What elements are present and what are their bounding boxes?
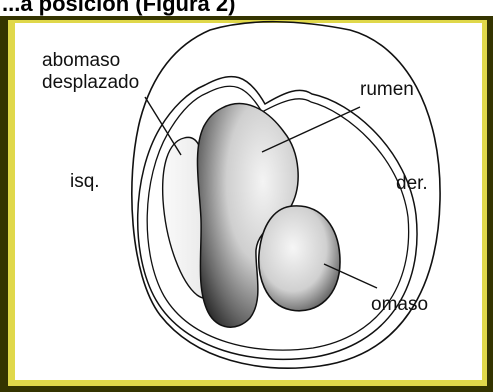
label-izquierda: isq. [70,171,100,193]
label-abomaso-line1: abomaso [42,50,120,72]
label-derecha: der. [396,173,428,195]
label-rumen: rumen [360,79,414,101]
label-abomaso-line2: desplazado [42,72,139,94]
omaso-organ [259,206,340,311]
label-omaso: omaso [371,294,428,316]
